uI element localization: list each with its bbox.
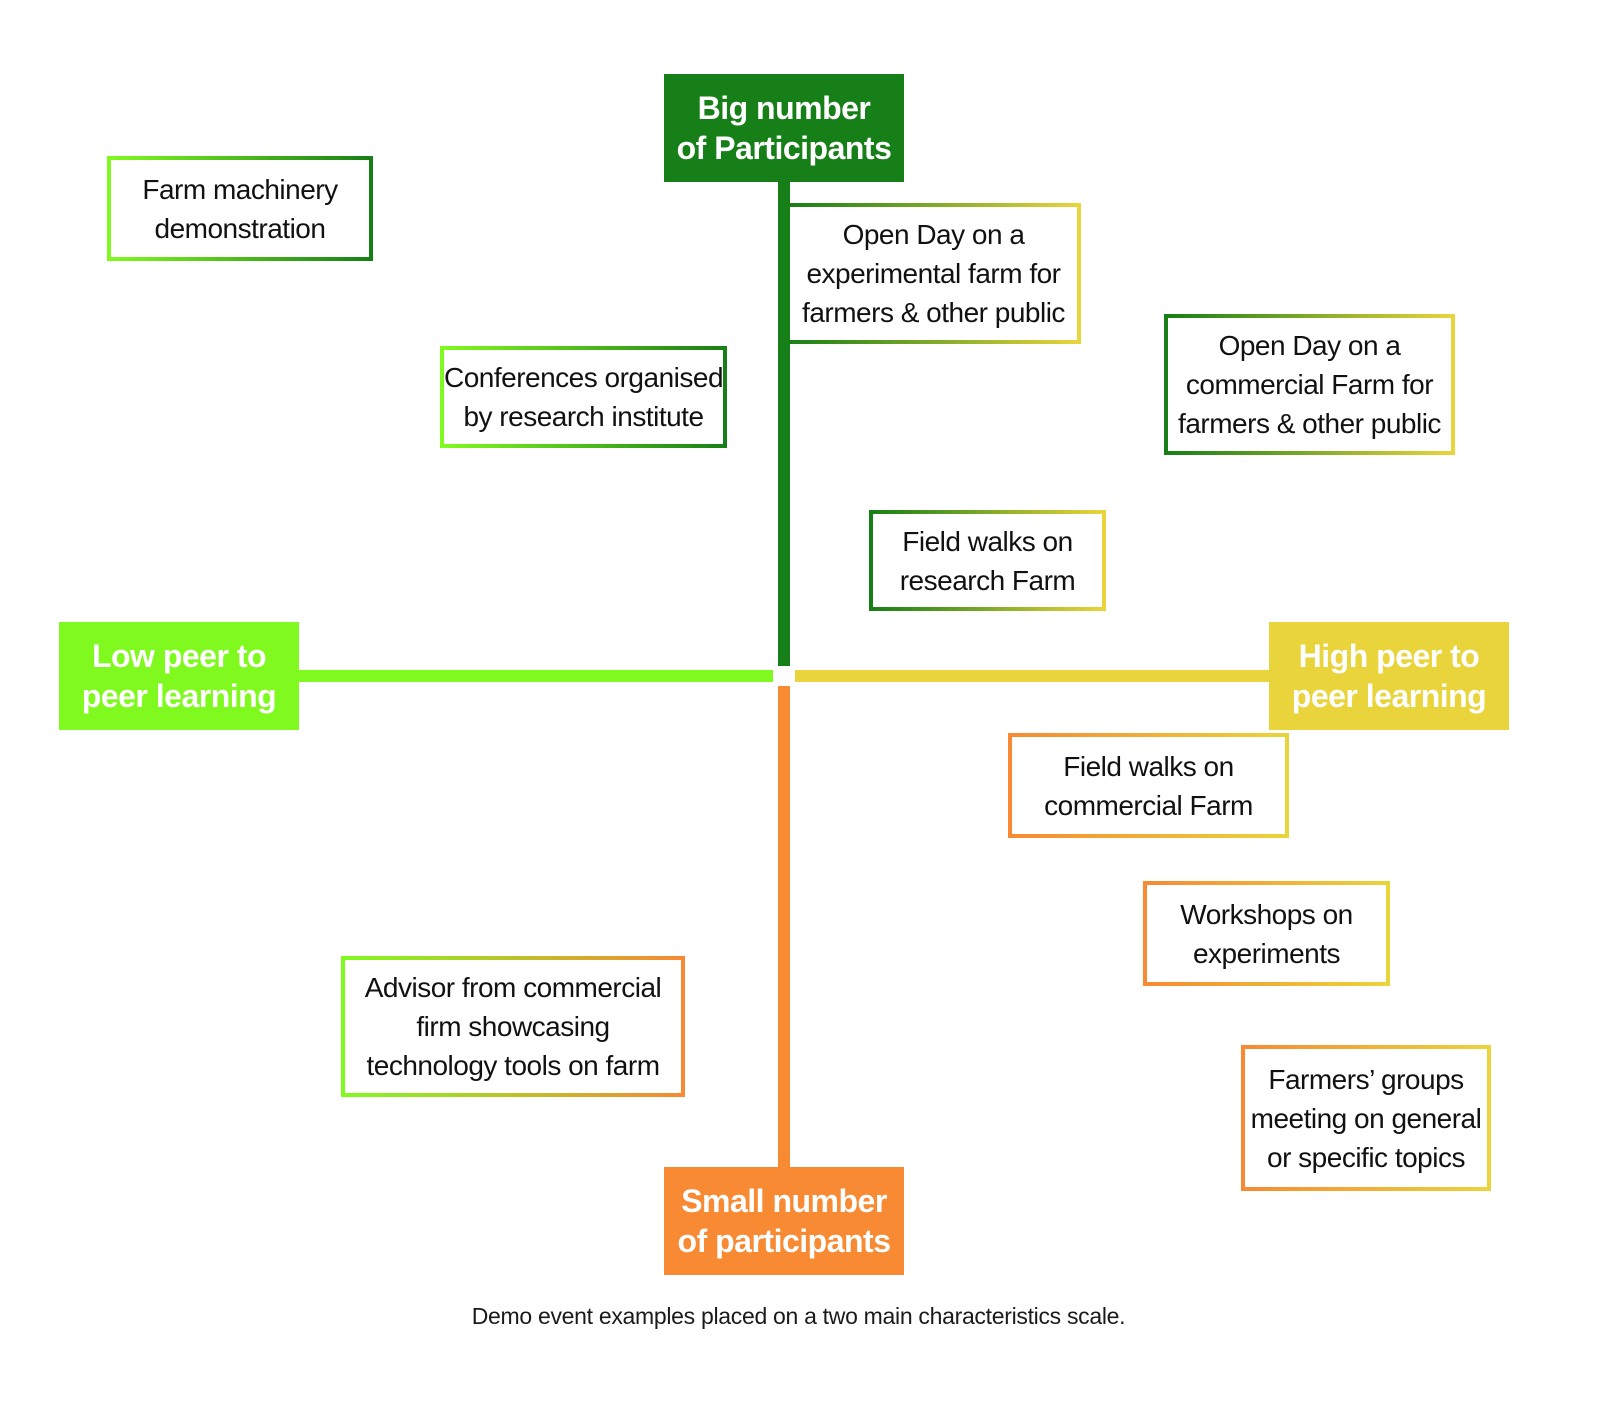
- example-workshops-on-experiments: Workshops on experiments: [1143, 881, 1390, 986]
- axis-label-big-number-participants: Big number of Participants: [664, 74, 904, 182]
- example-advisor-commercial-firm: Advisor from commercial firm showcasing …: [341, 956, 685, 1097]
- example-field-walks-commercial-farm: Field walks on commercial Farm: [1008, 733, 1289, 838]
- example-farmers-groups-meeting: Farmers’ groups meeting on general or sp…: [1241, 1045, 1491, 1191]
- example-field-walks-research-farm: Field walks on research Farm: [869, 510, 1106, 611]
- example-conferences-research-institute: Conferences organised by research instit…: [440, 346, 727, 448]
- axis-label-small-number-participants: Small number of participants: [664, 1167, 904, 1275]
- figure-caption: Demo event examples placed on a two main…: [471, 1303, 1126, 1329]
- example-farm-machinery-demonstration: Farm machinery demonstration: [107, 156, 373, 261]
- example-open-day-experimental-farm: Open Day on a experimental farm for farm…: [786, 203, 1081, 344]
- axis-label-high-peer-learning: High peer to peer learning: [1269, 622, 1509, 730]
- example-open-day-commercial-farm: Open Day on a commercial Farm for farmer…: [1164, 314, 1455, 455]
- axis-label-low-peer-learning: Low peer to peer learning: [59, 622, 299, 730]
